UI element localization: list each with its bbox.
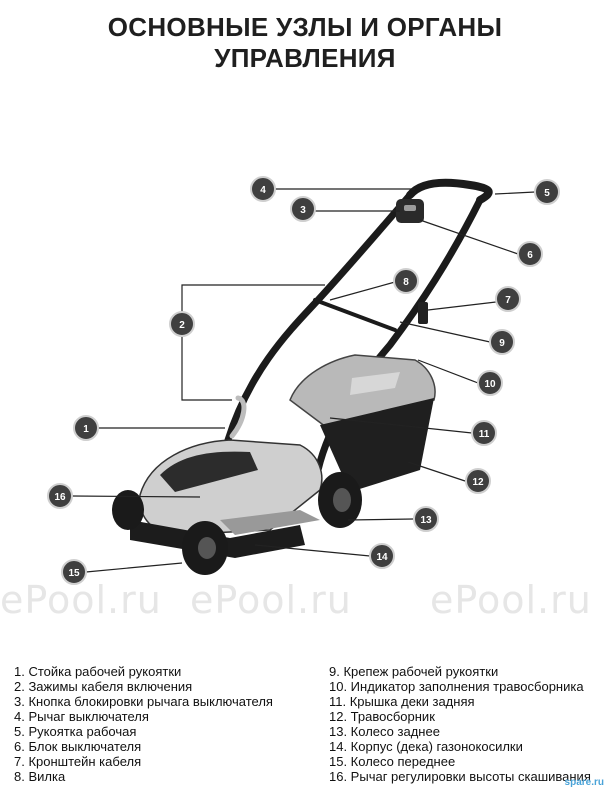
callout-16: 16 (47, 483, 73, 509)
callout-2: 2 (169, 311, 195, 337)
grass-catcher (289, 354, 436, 492)
callout-12: 12 (465, 468, 491, 494)
switch-block (396, 199, 428, 324)
legend-item: 7. Кронштейн кабеля (14, 754, 142, 769)
callout-number: 8 (403, 277, 409, 288)
callout-10: 10 (477, 370, 503, 396)
rear-wheel (318, 472, 362, 528)
legend-item: 4. Рычаг выключателя (14, 709, 149, 724)
title-line-2: УПРАВЛЕНИЯ (214, 43, 396, 73)
watermark-left: ePool.ru (0, 578, 162, 622)
callout-number: 1 (83, 424, 89, 435)
legend-item: 3. Кнопка блокировки рычага выключателя (14, 694, 273, 709)
callout-3: 3 (290, 196, 316, 222)
legend-item: 2. Зажимы кабеля включения (14, 679, 193, 694)
legend-item: 10. Индикатор заполнения травосборника (329, 679, 584, 694)
callout-15: 15 (61, 559, 87, 585)
legend-item: 6. Блок выключателя (14, 739, 142, 754)
legend-item: 8. Вилка (14, 769, 66, 784)
legend-item: 5. Рукоятка рабочая (14, 724, 137, 739)
callout-number: 5 (544, 188, 550, 199)
callout-number: 11 (479, 429, 490, 440)
callout-number: 14 (376, 552, 388, 563)
callout-number: 7 (505, 295, 511, 306)
legend-right: 9. Крепеж рабочей рукоятки 10. Индикатор… (329, 664, 591, 784)
legend-item: 12. Травосборник (329, 709, 435, 724)
page-title: ОСНОВНЫЕ УЗЛЫ И ОРГАНЫ УПРАВЛЕНИЯ (0, 12, 610, 74)
legend-item: 14. Корпус (дека) газонокосилки (329, 739, 523, 754)
lawnmower-diagram: 1 2 3 4 5 6 7 8 9 10 11 12 13 14 15 16 (47, 176, 560, 585)
callout-13: 13 (413, 506, 439, 532)
legend-item: 16. Рычаг регулировки высоты скашивания (329, 769, 591, 784)
callout-number: 9 (499, 338, 505, 349)
callout-number: 6 (527, 250, 533, 261)
callout-number: 2 (179, 320, 185, 331)
legend-item: 13. Колесо заднее (329, 724, 440, 739)
callout-number: 15 (68, 568, 80, 579)
front-left-wheel (112, 490, 144, 530)
callout-6: 6 (517, 241, 543, 267)
legend-item: 1. Стойка рабочей рукоятки (14, 664, 182, 679)
callout-5: 5 (534, 179, 560, 205)
callout-14: 14 (369, 543, 395, 569)
callout-8: 8 (393, 268, 419, 294)
callout-number: 16 (54, 492, 66, 503)
callout-4: 4 (250, 176, 276, 202)
corner-logo: spare.ru (564, 777, 604, 788)
callout-number: 13 (420, 515, 432, 526)
callout-9: 9 (489, 329, 515, 355)
callout-number: 10 (484, 379, 496, 390)
legend-left: 1. Стойка рабочей рукоятки 2. Зажимы каб… (14, 664, 273, 784)
watermark-center: ePool.ru (190, 578, 352, 622)
legend-item: 15. Колесо переднее (329, 754, 456, 769)
title-line-1: ОСНОВНЫЕ УЗЛЫ И ОРГАНЫ (107, 12, 503, 42)
legend-item: 11. Крышка деки задняя (329, 694, 475, 709)
callout-number: 3 (300, 205, 306, 216)
callout-number: 4 (260, 185, 266, 196)
callout-1: 1 (73, 415, 99, 441)
callout-7: 7 (495, 286, 521, 312)
watermark-right: ePool.ru (430, 578, 592, 622)
legend-item: 9. Крепеж рабочей рукоятки (329, 664, 499, 679)
leader-lines (71, 188, 536, 573)
front-wheel (182, 521, 228, 575)
callout-number: 12 (472, 477, 484, 488)
callout-11: 11 (471, 420, 497, 446)
